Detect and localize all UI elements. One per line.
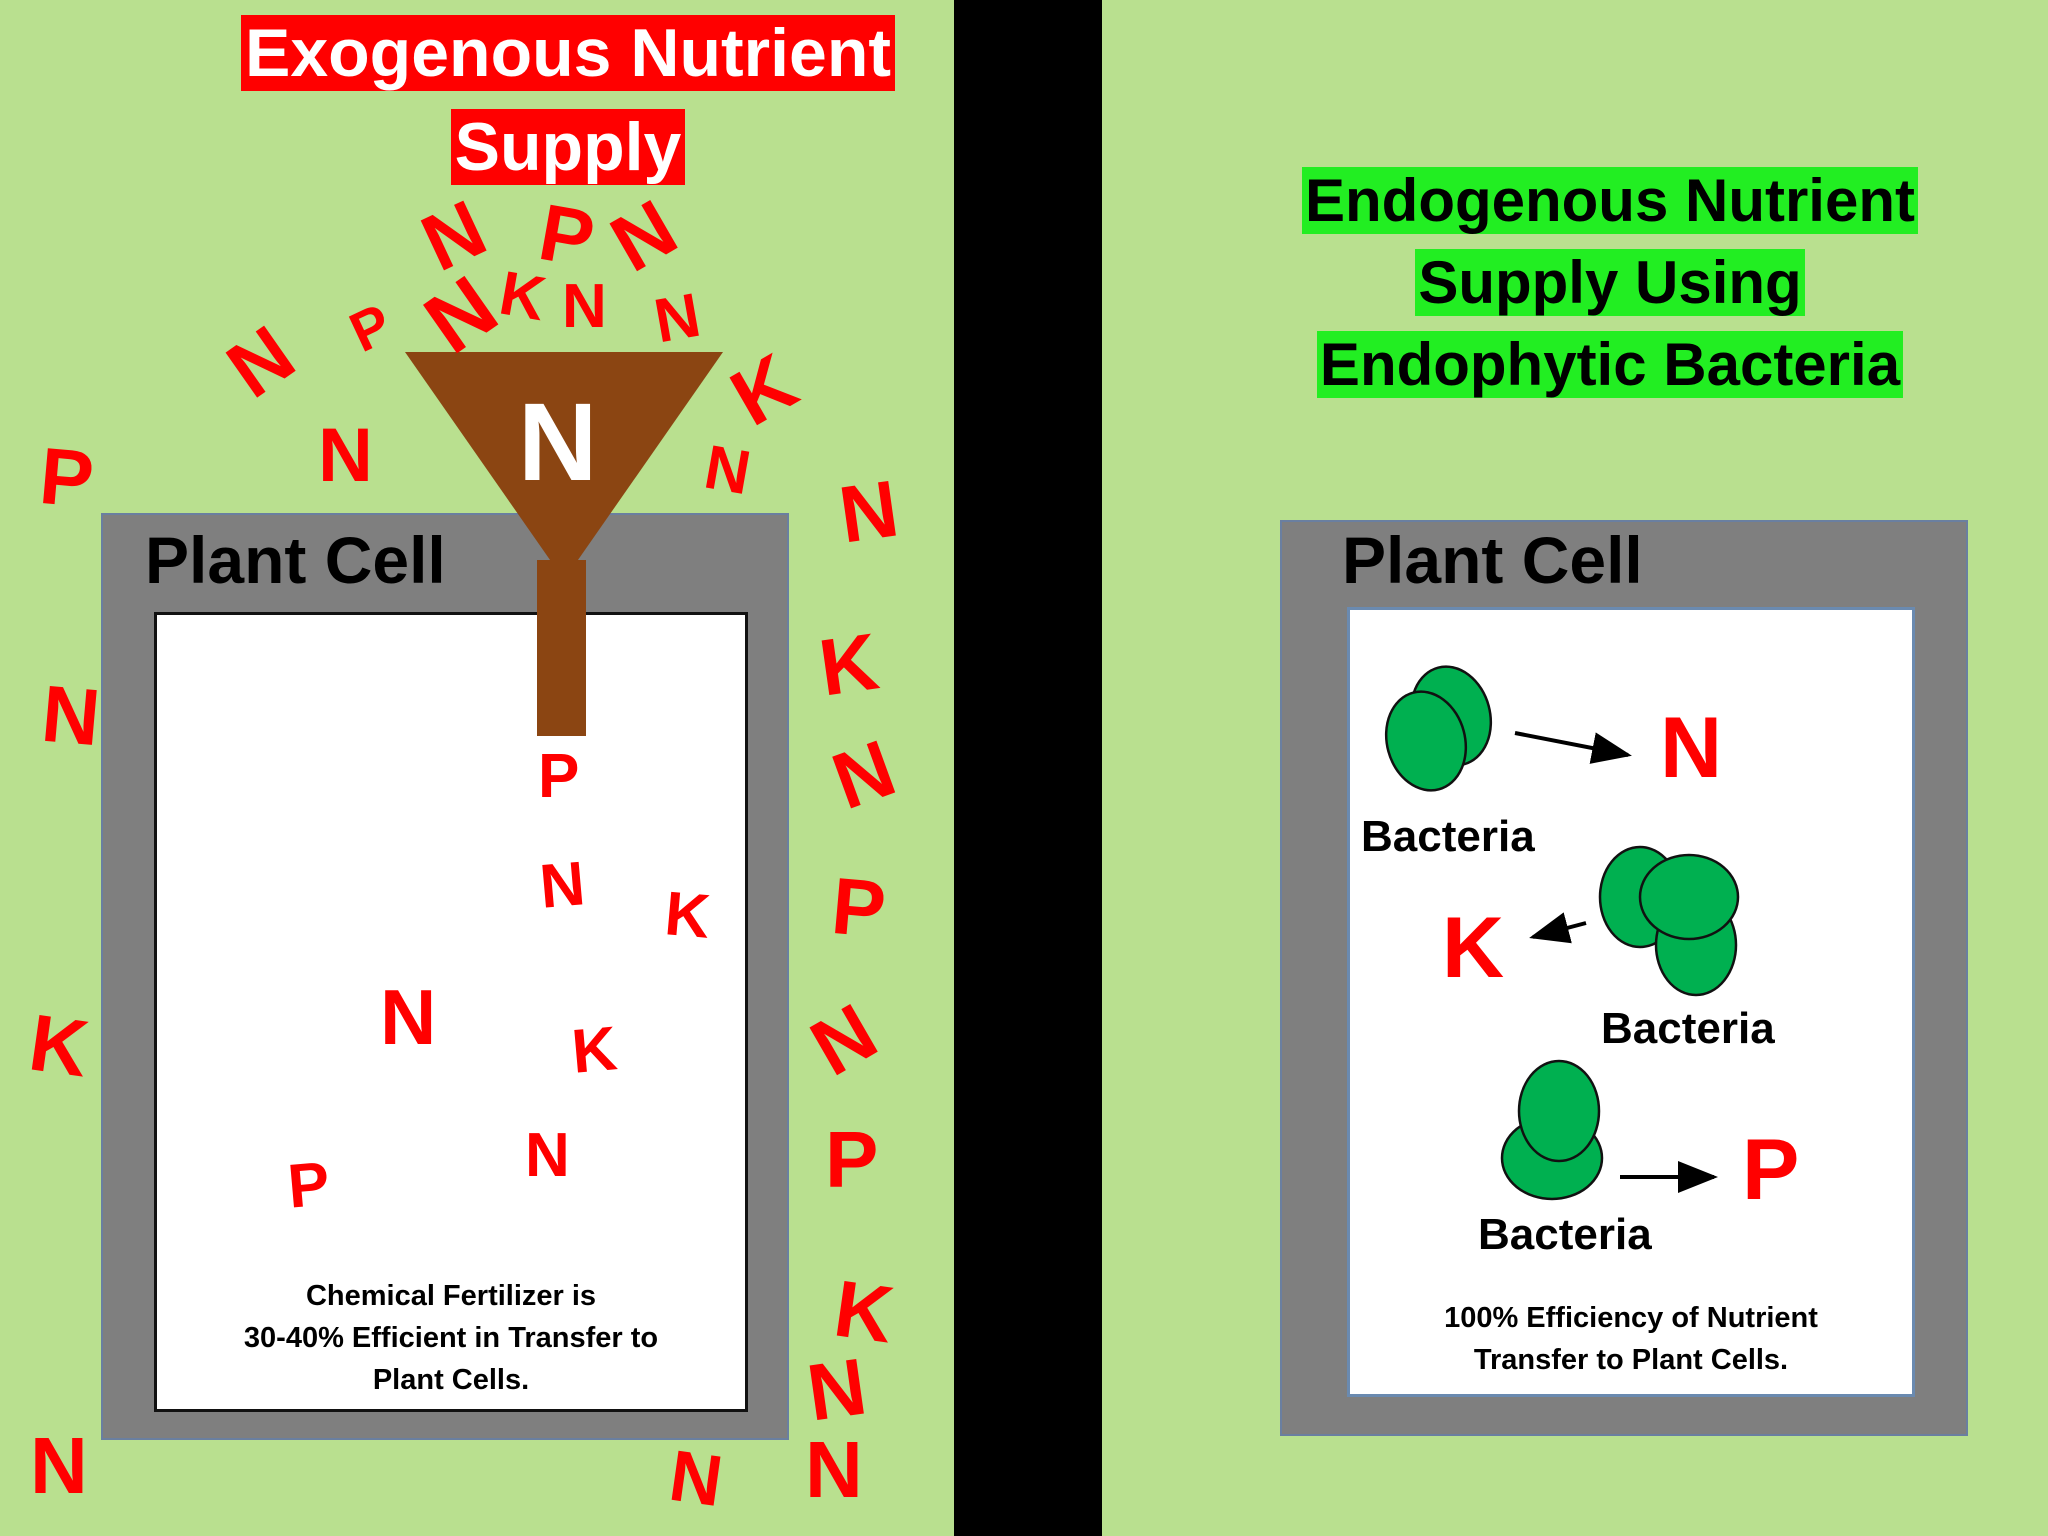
bacteria-cluster-3 — [1500, 1059, 1604, 1201]
letter: P — [825, 1115, 879, 1204]
bacteria-cluster-2 — [1598, 845, 1740, 997]
left-caption: Chemical Fertilizer is 30-40% Efficient … — [243, 1280, 659, 1396]
bacteria-label-2: Bacteria — [1601, 1004, 1775, 1053]
bacteria-cluster-1 — [1384, 665, 1493, 792]
right-caption: 100% Efficiency of Nutrient Transfer to … — [1444, 1302, 1818, 1376]
letter: N — [525, 1121, 570, 1190]
letter: N — [805, 1425, 863, 1514]
funnel-cone — [405, 352, 723, 580]
endogenous-title: Endogenous Nutrient Supply Using Endophy… — [1260, 160, 1960, 406]
left-cell-title: Plant Cell — [145, 523, 446, 597]
bacteria-label-1: Bacteria — [1361, 812, 1535, 861]
funnel-label: N — [518, 381, 598, 504]
exogenous-title: Exogenous Nutrient Supply — [0, 6, 1136, 194]
center-divider — [954, 0, 1102, 1536]
nutrient-p-output: P — [1742, 1122, 1800, 1218]
letter: N — [318, 413, 373, 498]
bacteria-label-3: Bacteria — [1478, 1210, 1652, 1259]
arrow-to-k — [1529, 912, 1587, 944]
nutrient-k-output: K — [1442, 900, 1505, 996]
left-cell-interior — [154, 612, 748, 1412]
letter: N — [380, 973, 437, 1061]
letter: P — [538, 742, 580, 811]
letter: N — [562, 272, 607, 341]
arrow-to-n — [1514, 731, 1632, 764]
funnel-spout — [537, 560, 586, 736]
right-cell-title: Plant Cell — [1342, 523, 1643, 597]
letter: N — [30, 1421, 88, 1510]
nutrient-n-output: N — [1660, 700, 1723, 796]
